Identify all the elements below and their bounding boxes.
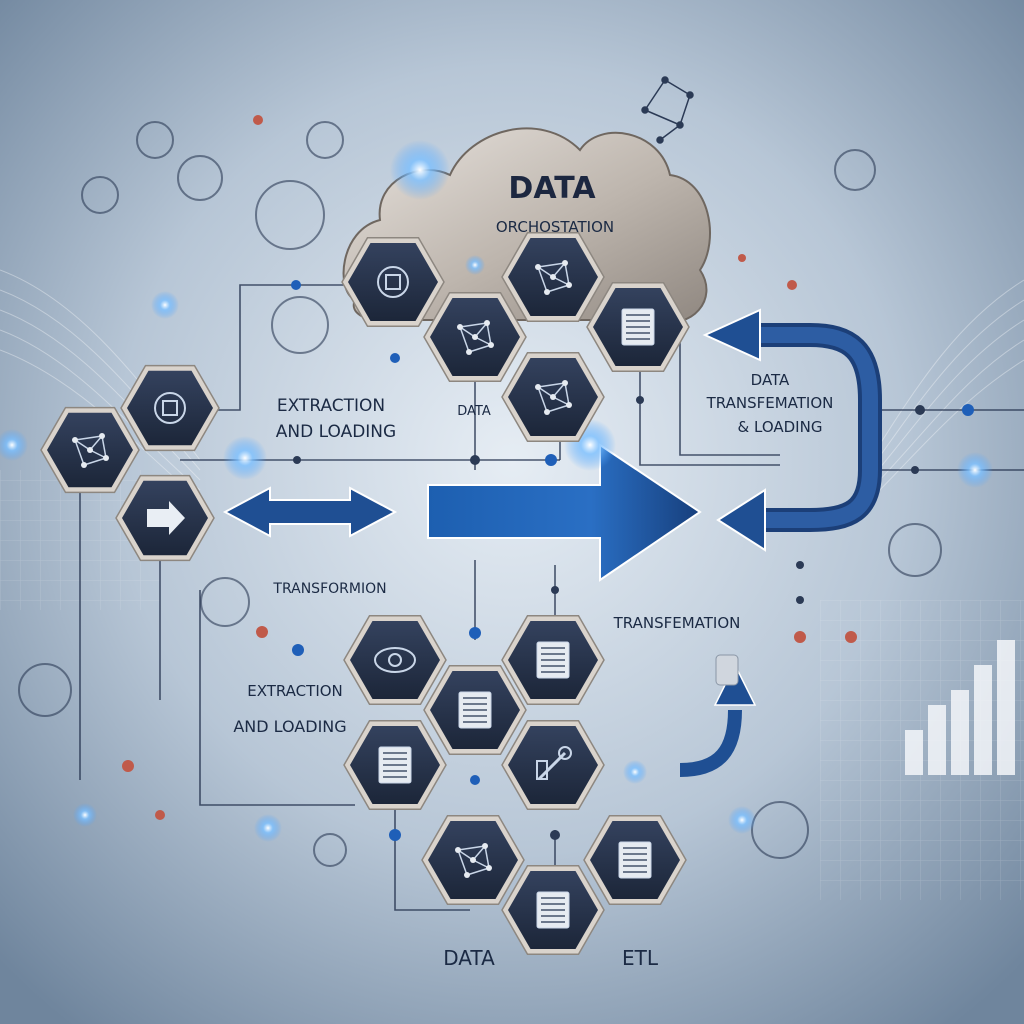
hex-node-hex-cloud-2	[423, 292, 527, 382]
decorative-rings	[18, 121, 942, 867]
connector-lines	[79, 284, 1024, 911]
bar-chart-decoration	[905, 640, 1015, 775]
label-transform-right-3: & LOADING	[738, 418, 823, 436]
database-stack-icon	[536, 891, 570, 929]
network-graph-icon	[535, 260, 572, 295]
double-arrow-left	[222, 486, 398, 538]
curved-arrow-bottom-right	[679, 654, 757, 777]
label-etl-bottom: ETL	[622, 946, 659, 970]
hex-node-hex-cloud-5	[501, 352, 605, 442]
hex-node-hex-left-3	[115, 474, 215, 562]
label-data-mid: DATA	[457, 404, 491, 419]
hexagon-nodes	[40, 232, 690, 955]
return-arrow-right	[702, 308, 882, 552]
main-flow-arrow	[427, 443, 702, 582]
gear-network-icon	[154, 392, 186, 424]
label-transform-right-2: TRANSFEMATION	[706, 394, 834, 412]
diagram-labels: EXTRACTION AND LOADING DATA DATA TRANSFE…	[233, 371, 833, 970]
eye-icon	[374, 647, 416, 673]
network-graph-icon	[72, 433, 109, 468]
hex-node-hex-bottom-6	[421, 815, 525, 905]
tool-icon	[536, 746, 572, 781]
hex-node-hex-bottom-7	[501, 865, 605, 955]
node-link-icon	[535, 380, 572, 415]
label-extraction-bottom-2: AND LOADING	[233, 717, 346, 736]
cloud-title: DATA	[508, 171, 596, 206]
connector-dots	[122, 115, 974, 841]
arrow-right-icon	[147, 501, 185, 535]
wave-decoration-right	[869, 279, 1024, 501]
hex-node-hex-left-2	[40, 406, 140, 494]
hex-node-hex-bottom-3	[423, 665, 527, 755]
label-extraction-top-2: AND LOADING	[276, 422, 396, 442]
hex-node-hex-bottom-8	[583, 815, 687, 905]
label-transformation-left: TRANSFORMION	[272, 581, 386, 597]
hex-node-hex-bottom-1	[343, 615, 447, 705]
server-icon	[378, 746, 412, 784]
network-decoration-icon	[641, 76, 694, 144]
hex-node-hex-cloud-1	[341, 237, 445, 327]
label-transformation-mid: TRANSFEMATION	[613, 614, 741, 632]
chip-icon	[377, 266, 409, 298]
label-data-bottom: DATA	[443, 946, 495, 970]
hex-node-hex-bottom-2	[501, 615, 605, 705]
server-stack-icon	[618, 841, 652, 879]
network-node-icon	[457, 320, 494, 355]
chart-board-icon	[536, 641, 570, 679]
hex-node-hex-bottom-5	[501, 720, 605, 810]
database-list-icon	[458, 691, 492, 729]
label-transform-right-1: DATA	[751, 371, 790, 389]
label-extraction-bottom-1: EXTRACTION	[247, 682, 343, 700]
hex-node-hex-left-1	[120, 364, 220, 452]
hex-node-hex-bottom-4	[343, 720, 447, 810]
network-graph-icon	[455, 843, 492, 878]
label-extraction-top-1: EXTRACTION	[277, 396, 385, 416]
cloud-subtitle: ORCHOSTATION	[496, 218, 614, 236]
hex-node-hex-cloud-3	[586, 282, 690, 372]
hex-node-hex-cloud-4	[501, 232, 605, 322]
database-list-icon	[621, 308, 655, 346]
